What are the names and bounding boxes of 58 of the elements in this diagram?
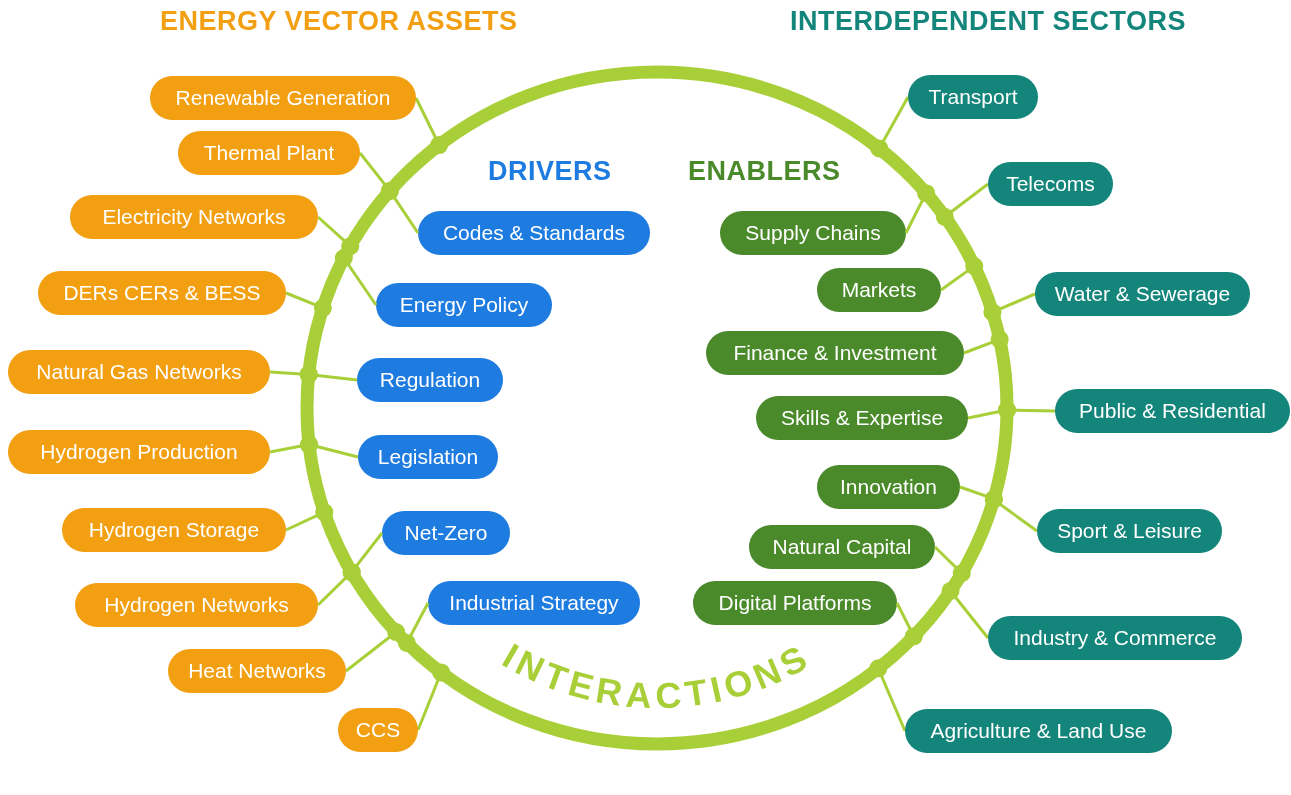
pill-box: Agriculture & Land Use xyxy=(905,709,1172,753)
connector-line xyxy=(895,602,923,646)
group-heading: INTERDEPENDENT SECTORS xyxy=(790,6,1187,37)
pill-box: Public & Residential xyxy=(1055,389,1290,433)
connector-line xyxy=(869,659,907,732)
connector-line xyxy=(285,291,332,317)
pill-box: DERs CERs & BESS xyxy=(38,271,286,315)
pill-box: Industrial Strategy xyxy=(428,581,640,625)
connector-line xyxy=(300,435,359,459)
pill-box: CCS xyxy=(338,708,418,752)
pill-box: Sport & Leisure xyxy=(1037,509,1222,553)
connector-line xyxy=(998,401,1056,419)
connector-line xyxy=(397,602,430,652)
pill-box: Markets xyxy=(817,268,941,312)
pill-box: Transport xyxy=(908,75,1038,119)
connector-line xyxy=(941,582,990,639)
connector-line xyxy=(345,623,406,673)
connector-line xyxy=(285,503,334,532)
pill-box: Codes & Standards xyxy=(418,211,650,255)
pill-box: Water & Sewerage xyxy=(1035,272,1250,316)
connector-line xyxy=(414,97,449,154)
connector-line xyxy=(984,490,1038,533)
pill-box: Skills & Expertise xyxy=(756,396,968,440)
connector-line xyxy=(935,182,989,226)
group-heading: ENERGY VECTOR ASSETS xyxy=(160,6,518,37)
pill-box: Hydrogen Production xyxy=(8,430,270,474)
pill-box: Telecoms xyxy=(988,162,1113,206)
connector-line xyxy=(299,365,358,384)
connector-line xyxy=(983,292,1036,322)
pill-box: Industry & Commerce xyxy=(988,616,1242,660)
pill-box: Finance & Investment xyxy=(706,331,964,375)
pill-box: Hydrogen Storage xyxy=(62,508,286,552)
pill-box: Net-Zero xyxy=(382,511,510,555)
pill-box: Innovation xyxy=(817,465,960,509)
group-heading: ENABLERS xyxy=(688,156,841,187)
pill-box: Electricity Networks xyxy=(70,195,318,239)
pill-box: Hydrogen Networks xyxy=(75,583,318,627)
connector-line xyxy=(416,663,451,731)
pill-box: Regulation xyxy=(357,358,503,402)
group-heading: DRIVERS xyxy=(488,156,612,187)
connector-line xyxy=(317,215,360,256)
pill-box: Legislation xyxy=(358,435,498,479)
connector-line xyxy=(933,545,971,583)
pill-box: Digital Platforms xyxy=(693,581,897,625)
pill-box: Thermal Plant xyxy=(178,131,360,175)
pill-box: Energy Policy xyxy=(376,283,552,327)
pill-box: Natural Capital xyxy=(749,525,935,569)
connector-line xyxy=(870,96,910,158)
pill-box: Renewable Generation xyxy=(150,76,416,120)
connector-line xyxy=(904,184,936,234)
connector-line xyxy=(334,249,378,306)
connector-line xyxy=(963,330,1009,355)
pill-box: Natural Gas Networks xyxy=(8,350,270,394)
connector-line xyxy=(342,532,384,582)
connector-line xyxy=(380,181,420,234)
connector-line xyxy=(940,257,984,292)
pill-box: Supply Chains xyxy=(720,211,906,255)
pill-box: Heat Networks xyxy=(168,649,346,693)
